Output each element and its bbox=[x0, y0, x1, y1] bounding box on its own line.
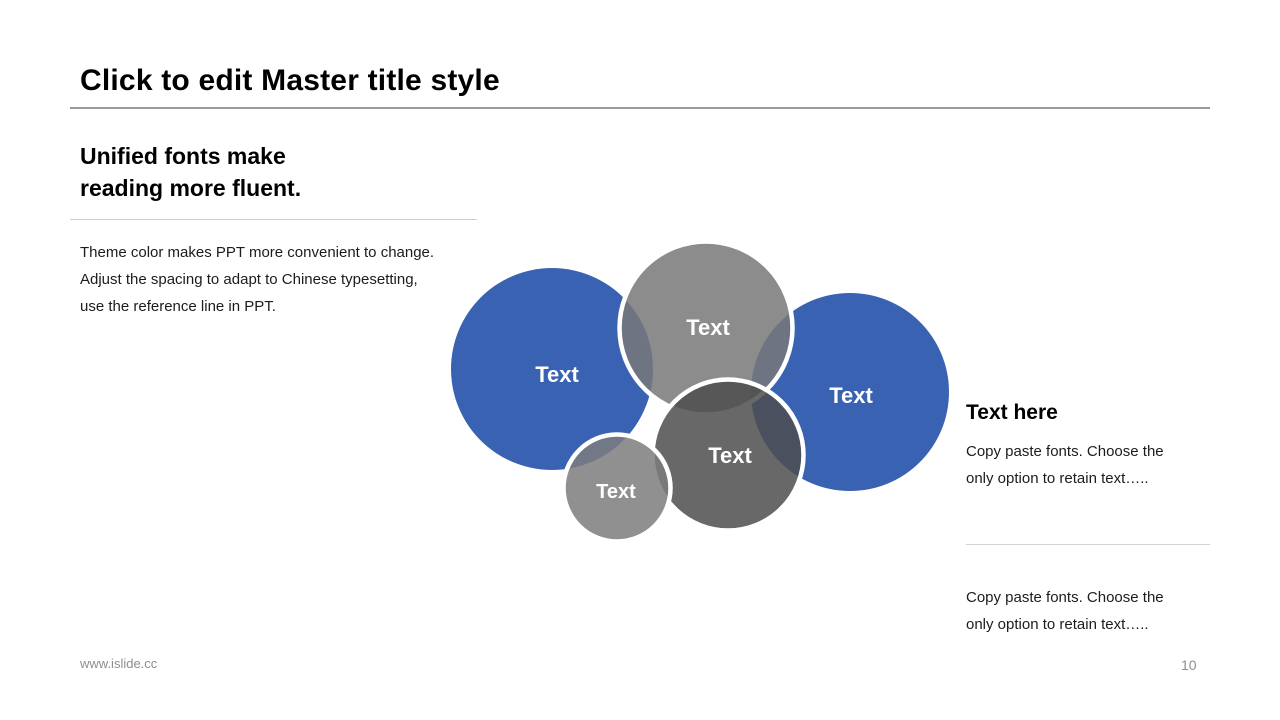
right-body-bottom-line1: Copy paste fonts. Choose the bbox=[966, 589, 1164, 606]
right-divider bbox=[966, 544, 1210, 545]
right-body-bottom-line2: only option to retain text….. bbox=[966, 616, 1149, 633]
left-divider bbox=[70, 219, 477, 220]
left-body-line3: use the reference line in PPT. bbox=[80, 298, 276, 315]
right-heading: Text here bbox=[966, 401, 1058, 424]
slide-title: Click to edit Master title style bbox=[80, 64, 500, 97]
right-body-top: Copy paste fonts. Choose the only option… bbox=[966, 438, 1164, 492]
page-number: 10 bbox=[1181, 657, 1197, 673]
circle-label-left-blue: Text bbox=[535, 362, 579, 387]
right-body-top-line2: only option to retain text….. bbox=[966, 470, 1149, 487]
left-body-line1: Theme color makes PPT more convenient to… bbox=[80, 244, 435, 261]
circle-label-bottom-small-gray: Text bbox=[596, 481, 636, 503]
right-body-top-line1: Copy paste fonts. Choose the bbox=[966, 443, 1164, 460]
left-subtitle-line2: reading more fluent. bbox=[80, 175, 302, 201]
circle-label-right-blue: Text bbox=[829, 383, 873, 408]
title-underline bbox=[70, 107, 1210, 109]
left-body-line2: Adjust the spacing to adapt to Chinese t… bbox=[80, 271, 418, 288]
left-subtitle: Unified fonts make reading more fluent. bbox=[80, 140, 301, 204]
left-subtitle-line1: Unified fonts make bbox=[80, 143, 286, 169]
left-body-text: Theme color makes PPT more convenient to… bbox=[80, 239, 434, 320]
circle-label-top-gray: Text bbox=[686, 315, 730, 340]
footer-website: www.islide.cc bbox=[80, 656, 158, 671]
circle-bottom-small-gray bbox=[561, 432, 673, 544]
circle-label-center-dark: Text bbox=[708, 443, 752, 468]
circle-left-blue bbox=[451, 268, 653, 470]
right-body-bottom: Copy paste fonts. Choose the only option… bbox=[966, 584, 1164, 638]
